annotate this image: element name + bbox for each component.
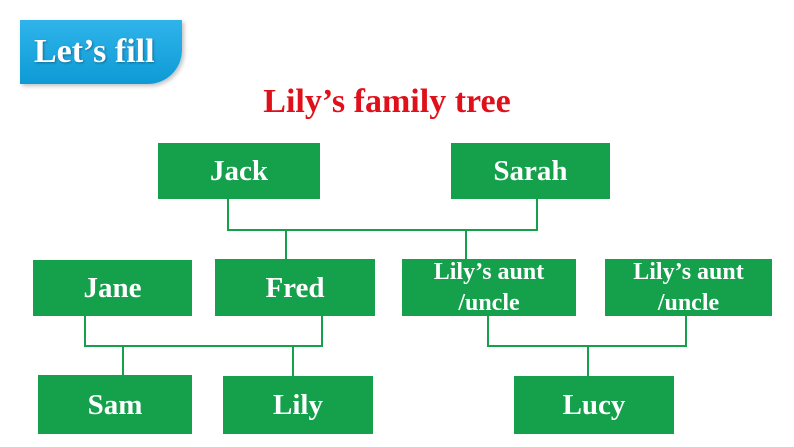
- node-jack: Jack: [158, 143, 320, 199]
- banner-label: Let’s fill: [34, 33, 155, 70]
- lets-fill-banner: [20, 20, 182, 84]
- node-jane: Jane: [33, 260, 192, 316]
- node-aunt-uncle-2: Lily’s aunt /uncle: [605, 259, 772, 316]
- diagram-title: Lily’s family tree: [263, 83, 511, 120]
- node-aunt-uncle-1: Lily’s aunt /uncle: [402, 259, 576, 316]
- node-fred: Fred: [215, 259, 375, 316]
- node-sam: Sam: [38, 375, 192, 434]
- node-lucy: Lucy: [514, 376, 674, 434]
- node-lily: Lily: [223, 376, 373, 434]
- node-sarah: Sarah: [451, 143, 610, 199]
